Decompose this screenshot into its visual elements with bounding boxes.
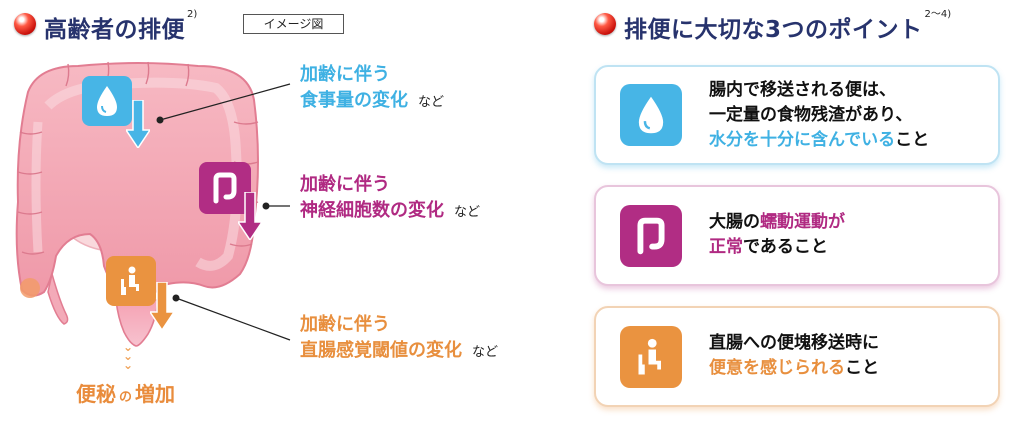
water-drop-icon: [97, 86, 117, 116]
left-section-title: 高齢者の排便: [44, 17, 185, 43]
point-card-defecation-urge: 直腸への便塊移送時に 便意を感じられること: [594, 306, 1000, 407]
point-card-icon-tile: [620, 204, 682, 267]
point-card-icon-tile: [620, 84, 682, 146]
factor-label-rectal-threshold: 加齢に伴う 直腸感覚閾値の変化など: [300, 314, 499, 362]
nerve-cell-badge: [199, 162, 251, 214]
red-ball-bullet-icon: [14, 13, 36, 35]
colon-shape: [15, 62, 259, 303]
point-card-text: 直腸への便塊移送時に 便意を感じられること: [709, 333, 879, 378]
red-ball-bullet-icon: [594, 13, 616, 35]
left-section-reference: 2): [187, 9, 198, 20]
left-section-heading: 高齢者の排便 2): [14, 10, 197, 44]
toilet-person-icon: [638, 338, 661, 374]
cecum-highlight: [20, 278, 40, 298]
chevron-down-stack-icon: ⌄⌄⌄: [122, 340, 134, 372]
point-card-icon-tile: [620, 325, 682, 388]
large-intestine-illustration: [15, 61, 259, 347]
water-drop-icon: [638, 96, 664, 134]
constipation-increase-label: 便秘の増加: [76, 382, 176, 406]
rectum-shape: [115, 299, 159, 347]
point-card-text: 大腸の蠕動運動が 正常であること: [709, 212, 845, 257]
right-section-reference: 2〜4): [924, 9, 952, 20]
appendix-shape: [47, 273, 69, 325]
decrease-arrow-blue-icon: [126, 100, 150, 148]
intestine-icon: [213, 172, 237, 204]
decrease-arrow-magenta-icon: [238, 192, 262, 240]
intestine-icon: [637, 217, 665, 254]
right-section-title: 排便に大切な3つのポイント: [624, 17, 923, 43]
leader-lines: [156, 83, 291, 341]
point-card-moisture: 腸内で移送される便は、 一定量の食物残渣があり、 水分を十分に含んでいること: [594, 65, 1000, 165]
factor-label-food-intake: 加齢に伴う 食事量の変化など: [300, 64, 445, 112]
image-illustration-tag: イメージ図: [243, 14, 344, 34]
food-intake-badge: [82, 76, 132, 126]
decrease-arrow-orange-icon: [150, 282, 174, 330]
point-card-text: 腸内で移送される便は、 一定量の食物残渣があり、 水分を十分に含んでいること: [709, 80, 930, 150]
rectal-sensation-badge: [106, 256, 156, 306]
toilet-person-icon: [121, 266, 139, 295]
point-card-peristalsis: 大腸の蠕動運動が 正常であること: [594, 185, 1000, 286]
factor-label-nerve-cells: 加齢に伴う 神経細胞数の変化など: [300, 174, 481, 222]
right-section-heading: 排便に大切な3つのポイント 2〜4): [594, 10, 951, 44]
